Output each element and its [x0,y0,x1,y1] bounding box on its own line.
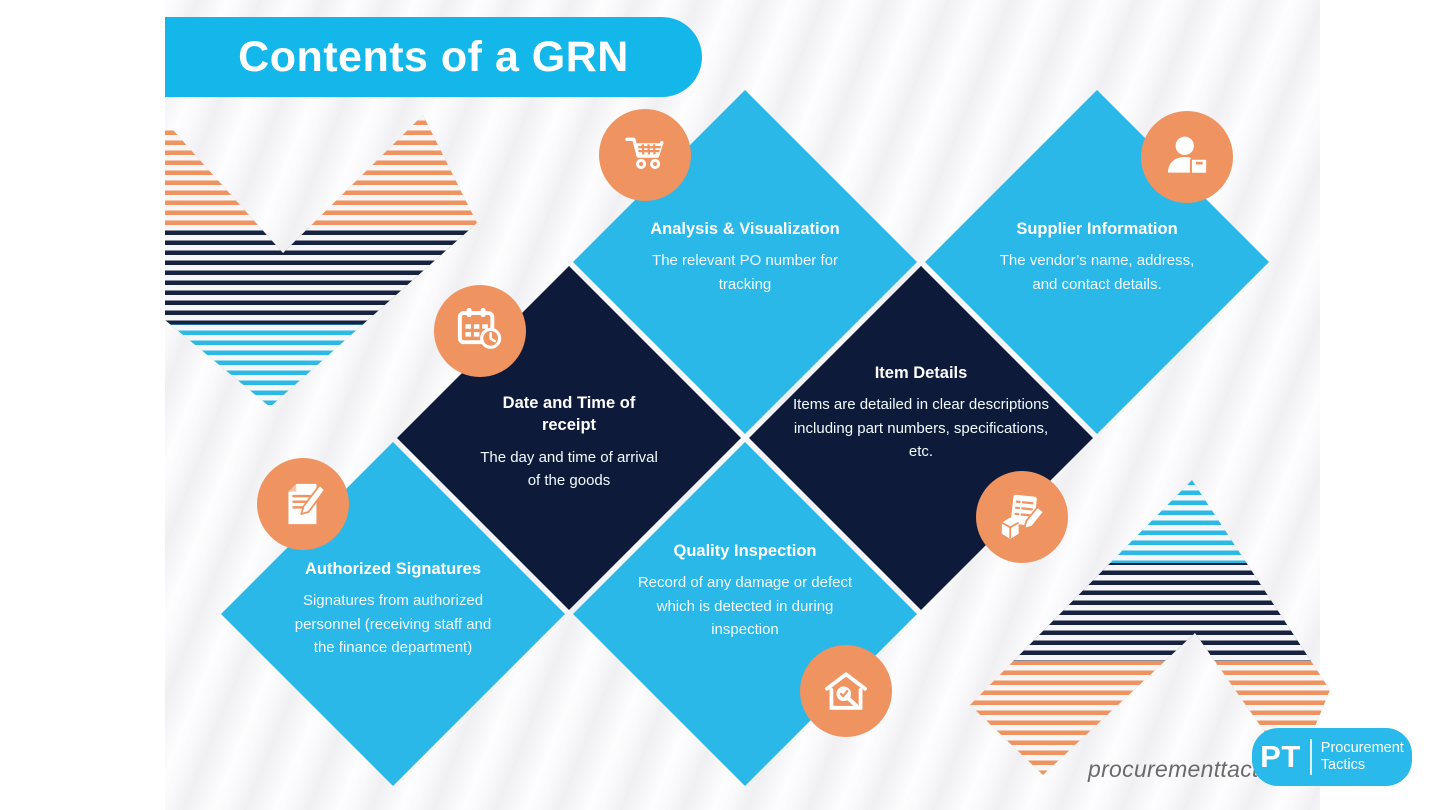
auth-text: Authorized Signatures Signatures from au… [280,558,506,659]
logo-line1: Procurement [1320,740,1404,757]
person-box-icon [1141,111,1233,203]
card-title: Analysis & Visualization [650,220,840,238]
house-magnifier-icon [800,645,892,737]
logo-line2: Tactics [1320,757,1366,773]
card-title: Supplier Information [1016,220,1178,238]
card-title: Item Details [874,364,968,382]
card-title: Quality Inspection [673,542,817,560]
item-text: Item Details Items are detailed in clear… [791,362,1051,463]
logo-wordmark: Procurement Tactics [1321,740,1404,773]
card-title: Authorized Signatures [304,560,481,578]
supplier-text: Supplier Information The vendor’s name, … [987,218,1207,296]
procurement-tactics-logo: PT Procurement Tactics [1252,728,1412,786]
logo-divider [1309,739,1312,775]
logo-monogram: PT [1260,739,1301,774]
checklist-cube-pencil-icon [976,471,1068,563]
card-body: The day and time of arrival of the goods [480,448,658,489]
card-body: Signatures from authorized personnel (re… [294,592,492,656]
page-title: Contents of a GRN [238,32,629,81]
card-body: The vendor’s name, address, and contact … [999,252,1195,293]
card-title: Date and Time of receipt [502,394,636,435]
calendar-clock-icon [434,285,526,377]
card-body: The relevant PO number for tracking [652,252,838,293]
title-banner: Contents of a GRN [165,17,702,97]
shopping-cart-icon [599,109,691,201]
card-body: Items are detailed in clear descriptions… [793,396,1049,460]
quality-text: Quality Inspection Record of any damage … [622,540,868,641]
card-body: Record of any damage or defect which is … [637,574,853,638]
analysis-text: Analysis & Visualization The relevant PO… [630,218,860,296]
date-text: Date and Time of receipt The day and tim… [464,392,674,492]
document-pen-icon [257,458,349,550]
